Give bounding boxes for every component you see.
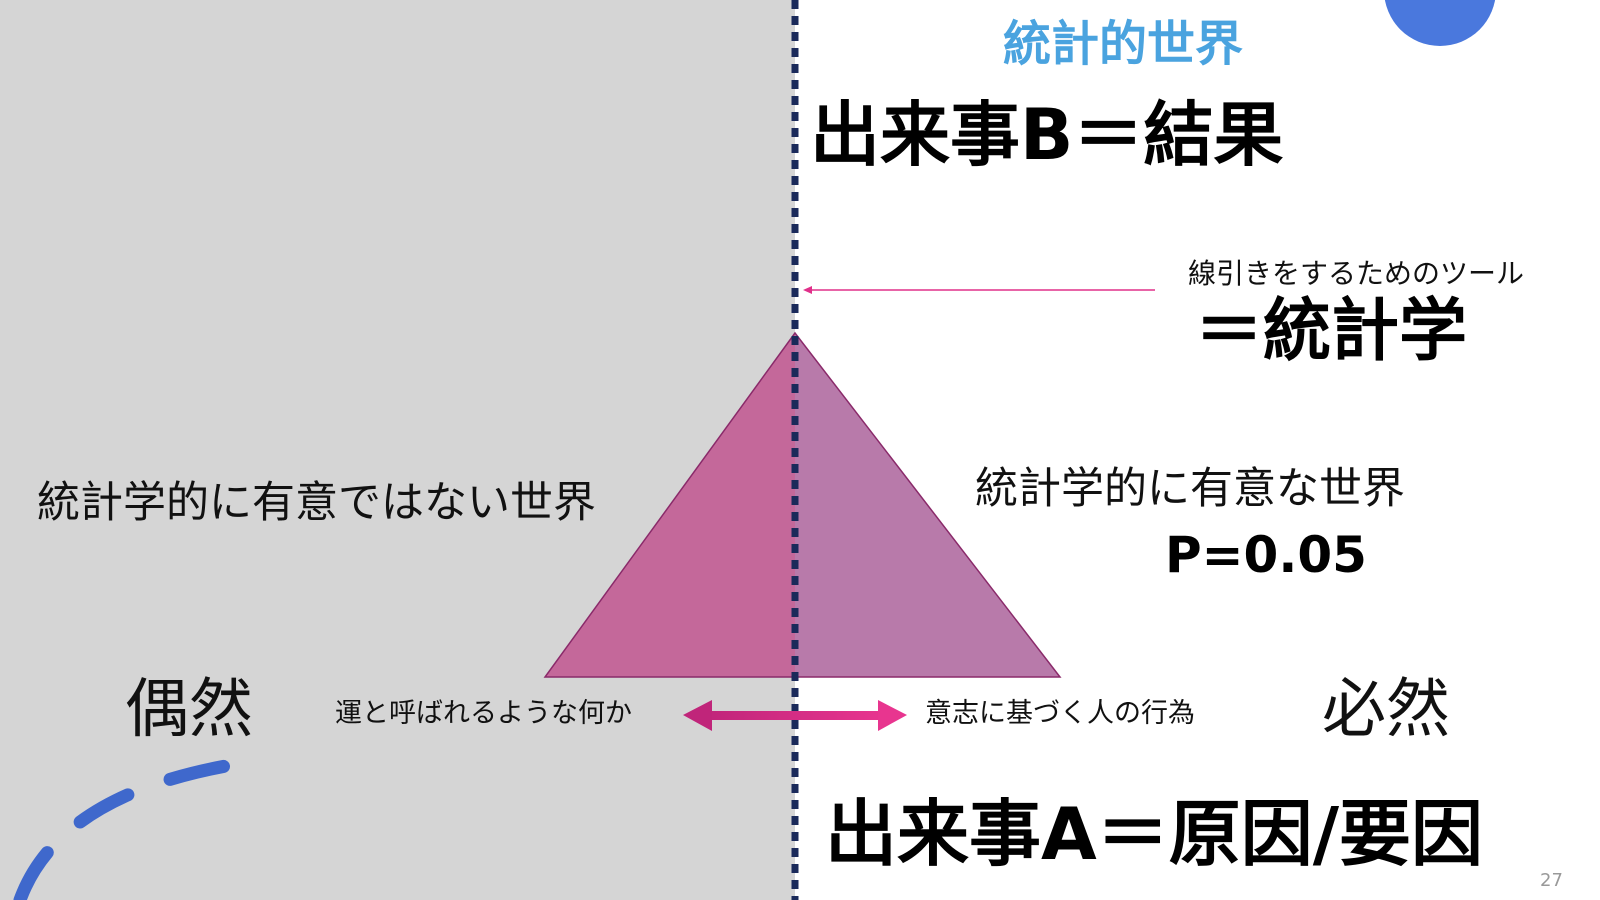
slide-header: 統計的世界 bbox=[1003, 16, 1244, 72]
page-number: 27 bbox=[1540, 870, 1563, 891]
chance-label: 偶然 bbox=[125, 673, 253, 747]
double-arrow bbox=[683, 700, 907, 731]
tool-caption: 線引きをするためのツール bbox=[1188, 257, 1525, 290]
accent-circle bbox=[1384, 0, 1496, 46]
dashed-arc bbox=[13, 755, 257, 900]
event-a-label: 出来事A＝原因/要因 bbox=[825, 792, 1484, 876]
tool-name: ＝統計学 bbox=[1195, 292, 1468, 371]
pointer-arrow bbox=[803, 286, 1155, 294]
random-world-panel bbox=[0, 0, 795, 900]
p-value: P=0.05 bbox=[1165, 526, 1367, 584]
triangle-outline bbox=[543, 331, 1062, 678]
luck-label: 運と呼ばれるような何か bbox=[335, 698, 632, 729]
necessity-label: 必然 bbox=[1322, 673, 1450, 747]
not-significant-label: 統計学的に有意ではない世界 bbox=[37, 478, 596, 528]
event-b-label: 出来事B＝結果 bbox=[810, 94, 1284, 176]
will-label: 意志に基づく人の行為 bbox=[925, 698, 1195, 729]
significant-label: 統計学的に有意な世界 bbox=[975, 464, 1405, 514]
